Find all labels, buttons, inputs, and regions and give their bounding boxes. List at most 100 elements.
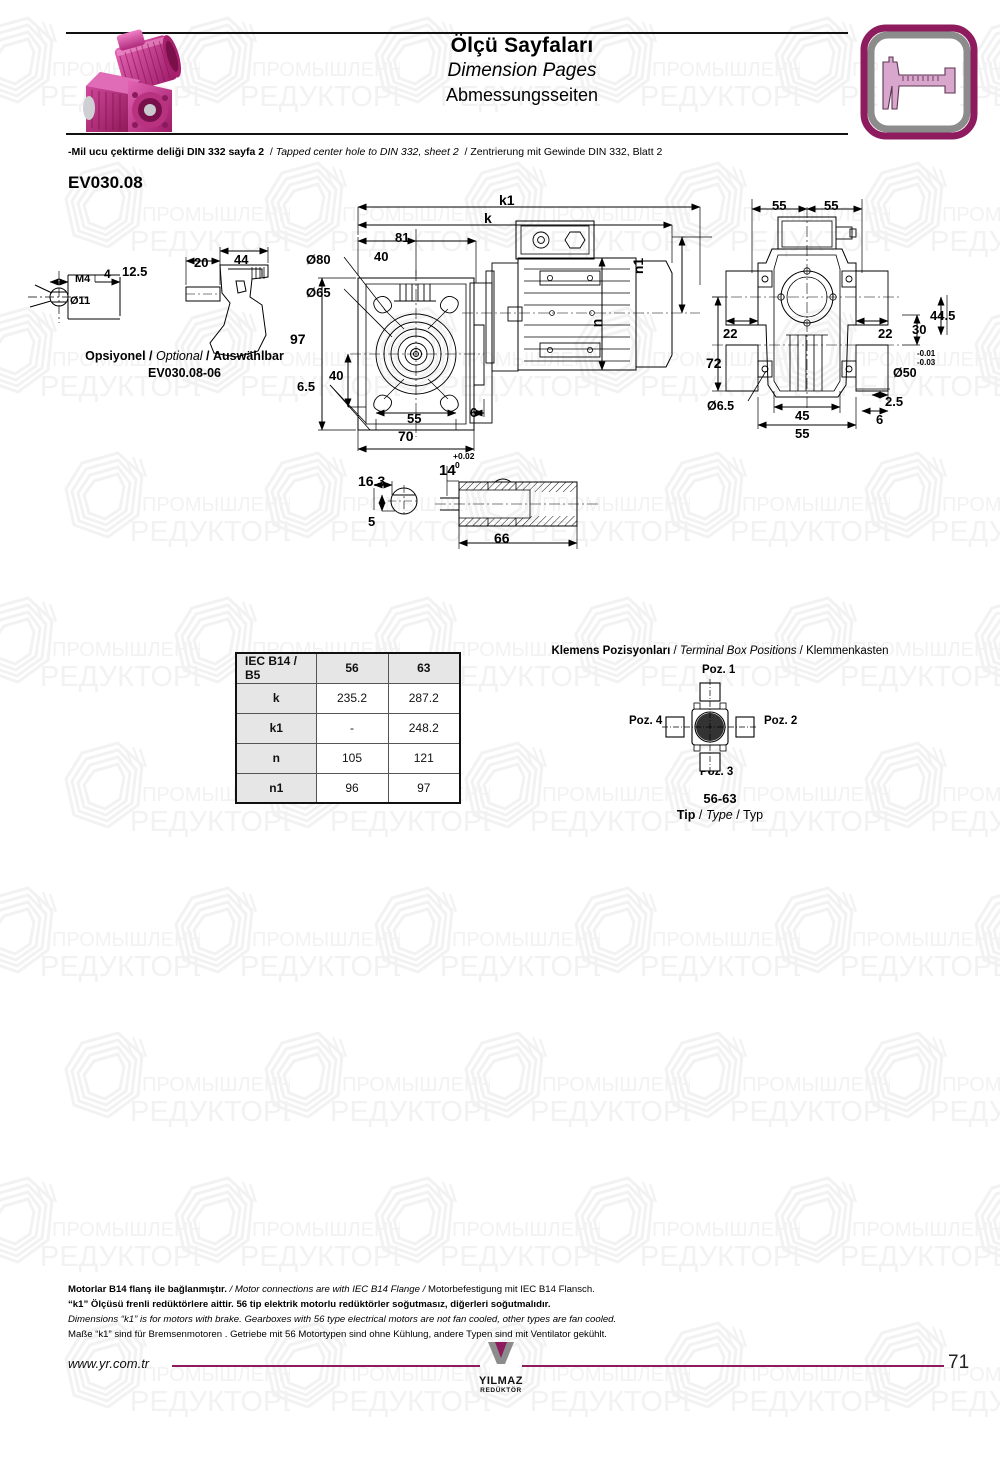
dim-k: k: [484, 210, 492, 226]
terminal-type-sep1: /: [698, 808, 703, 822]
dim-97: 97: [290, 331, 306, 347]
dim-14-tol-lower: 0: [455, 460, 460, 470]
dim-40-h: 40: [374, 249, 389, 264]
dim-55-top-left: 55: [772, 198, 787, 213]
footer-sep-1: /: [229, 1284, 233, 1295]
din-note-sep2: /: [464, 146, 468, 158]
table-cell-n1-56: 96: [315, 772, 389, 804]
dim-81: 81: [395, 230, 410, 245]
terminal-type-sep2: /: [736, 808, 740, 822]
table-row-label-k1: k1: [235, 712, 317, 744]
dim-n: n: [588, 318, 605, 328]
dim-d11: Ø11: [70, 295, 91, 307]
footer-rule-right: [522, 1365, 944, 1367]
dim-14-tol-upper: +0.02: [453, 451, 475, 461]
optional-sep2: /: [206, 349, 210, 363]
terminal-type-block: 56-63 Tip / Type / Typ: [520, 791, 920, 822]
detail-center-hole: [28, 271, 121, 323]
terminal-title: Klemens Pozisyonları / Terminal Box Posi…: [520, 645, 920, 657]
dim-66: 66: [494, 530, 510, 546]
dim-55-top-right: 55: [824, 198, 839, 213]
footer-note-line-1: Motorlar B14 flanş ile bağlanmıştır. / M…: [68, 1282, 708, 1297]
table-col-56: 56: [315, 652, 389, 684]
footer-sep-2: /: [422, 1284, 426, 1295]
dim-d80: Ø80: [306, 252, 331, 267]
table-row: k1 - 248.2: [235, 712, 461, 744]
optional-label-de: Auswählbar: [213, 349, 284, 363]
dim-d65: Ø65: [306, 285, 331, 300]
dim-opt-44: 44: [234, 252, 249, 267]
terminal-type-en: Type: [705, 808, 733, 822]
footer-note-line-3: Dimensions “k1” is for motors with brake…: [68, 1314, 617, 1326]
dim-55-bottom: 55: [795, 426, 810, 441]
footer-notes: Motorlar B14 flanş ile bağlanmıştır. / M…: [68, 1282, 708, 1343]
dim-d50: Ø50: [893, 366, 917, 380]
dim-55-front: 55: [407, 411, 422, 426]
terminal-type-label: Tip / Type / Typ: [520, 808, 920, 822]
dim-22-right: 22: [878, 326, 893, 341]
terminal-position-4: Poz. 4: [629, 715, 663, 727]
yilmaz-mark-icon: [488, 1342, 514, 1364]
footer-note-1-de: Motorbefestigung mit IEC B14 Flansch.: [427, 1284, 595, 1295]
table-cell-k1-63: 248.2: [387, 712, 461, 744]
footer-note-line-2: “k1” Ölçüsü frenli redüktörlere aittir. …: [68, 1299, 551, 1311]
dim-40-v: 40: [329, 368, 344, 383]
dimension-table: IEC B14 / B5 56 63 k 235.2 287.2 k1 - 24…: [235, 652, 461, 804]
terminal-sep1: /: [673, 645, 677, 657]
dim-k1: k1: [499, 192, 515, 208]
dim-2-5: 2.5: [885, 394, 904, 409]
table-row: k 235.2 287.2: [235, 682, 461, 714]
dim-14: 14: [439, 462, 456, 479]
brand-logo: YILMAZ REDÜKTÖR: [478, 1340, 524, 1394]
brand-name: YILMAZ: [479, 1375, 523, 1387]
footer-note-1-en: Motor connections are with IEC B14 Flang…: [234, 1284, 420, 1295]
table-row-label-n: n: [235, 742, 317, 774]
terminal-type-tr: Tip: [676, 808, 696, 822]
dim-d50-tol-lower: -0.03: [917, 358, 936, 367]
dim-70: 70: [398, 428, 414, 444]
dim-16-3: 16.3: [358, 473, 386, 489]
table-cell-k-56: 235.2: [315, 682, 389, 714]
din-note-de: Zentrierung mit Gewinde DIN 332, Blatt 2: [470, 146, 663, 158]
header-rule-bottom: [66, 133, 848, 135]
page-number: 71: [948, 1352, 970, 1373]
table-row-label-n1: n1: [235, 772, 317, 804]
terminal-type-de: Typ: [742, 808, 764, 822]
table-cell-k-63: 287.2: [387, 682, 461, 714]
terminal-box-section: Klemens Pozisyonları / Terminal Box Posi…: [520, 645, 920, 822]
dim-d6-5: Ø6.5: [707, 399, 735, 413]
table-cell-n1-63: 97: [387, 772, 461, 804]
dim-30: 30: [912, 322, 927, 337]
dim-6-front: 6: [470, 405, 478, 420]
din-note-sep1: /: [269, 146, 273, 158]
dim-d50-tol-upper: -0.01: [917, 349, 936, 358]
footer-rule-left: [172, 1365, 480, 1367]
dim-n1: n1: [630, 257, 647, 275]
table-cell-n-63: 121: [387, 742, 461, 774]
terminal-position-diagram: Poz. 1 Poz. 2 Poz. 3 Poz. 4: [520, 664, 920, 778]
table-cell-n-56: 105: [315, 742, 389, 774]
table-row-label-k: k: [235, 682, 317, 714]
dim-72: 72: [706, 355, 722, 371]
website-url[interactable]: www.yr.com.tr: [68, 1356, 150, 1371]
terminal-position-1: Poz. 1: [702, 664, 736, 676]
dim-6-right: 6: [876, 412, 884, 427]
table-row: n1 96 97: [235, 772, 461, 804]
optional-model-code: EV030.08-06: [148, 365, 221, 380]
terminal-title-de: Klemmenkasten: [806, 645, 889, 657]
dim-22-left: 22: [723, 326, 738, 341]
dim-44-5: 44.5: [930, 308, 956, 323]
product-photo: [66, 28, 188, 140]
optional-label-tr: Opsiyonel: [85, 349, 146, 363]
gearbox-end-icon: [662, 679, 758, 775]
optional-label-en: Optional: [156, 349, 203, 363]
footer-note-1-tr: Motorlar B14 flanş ile bağlanmıştır.: [68, 1284, 227, 1295]
dim-m4: M4: [75, 273, 91, 285]
din-note-en: Tapped center hole to DIN 332, sheet 2: [275, 146, 459, 158]
terminal-sep2: /: [799, 645, 803, 657]
terminal-position-2: Poz. 2: [764, 715, 798, 727]
table-corner-label: IEC B14 / B5: [235, 652, 317, 684]
table-col-63: 63: [387, 652, 461, 684]
header-title-block: Ölçü Sayfaları Dimension Pages Abmessung…: [196, 34, 848, 107]
optional-caption: Opsiyonel / Optional / Auswählbar EV030.…: [72, 348, 297, 382]
